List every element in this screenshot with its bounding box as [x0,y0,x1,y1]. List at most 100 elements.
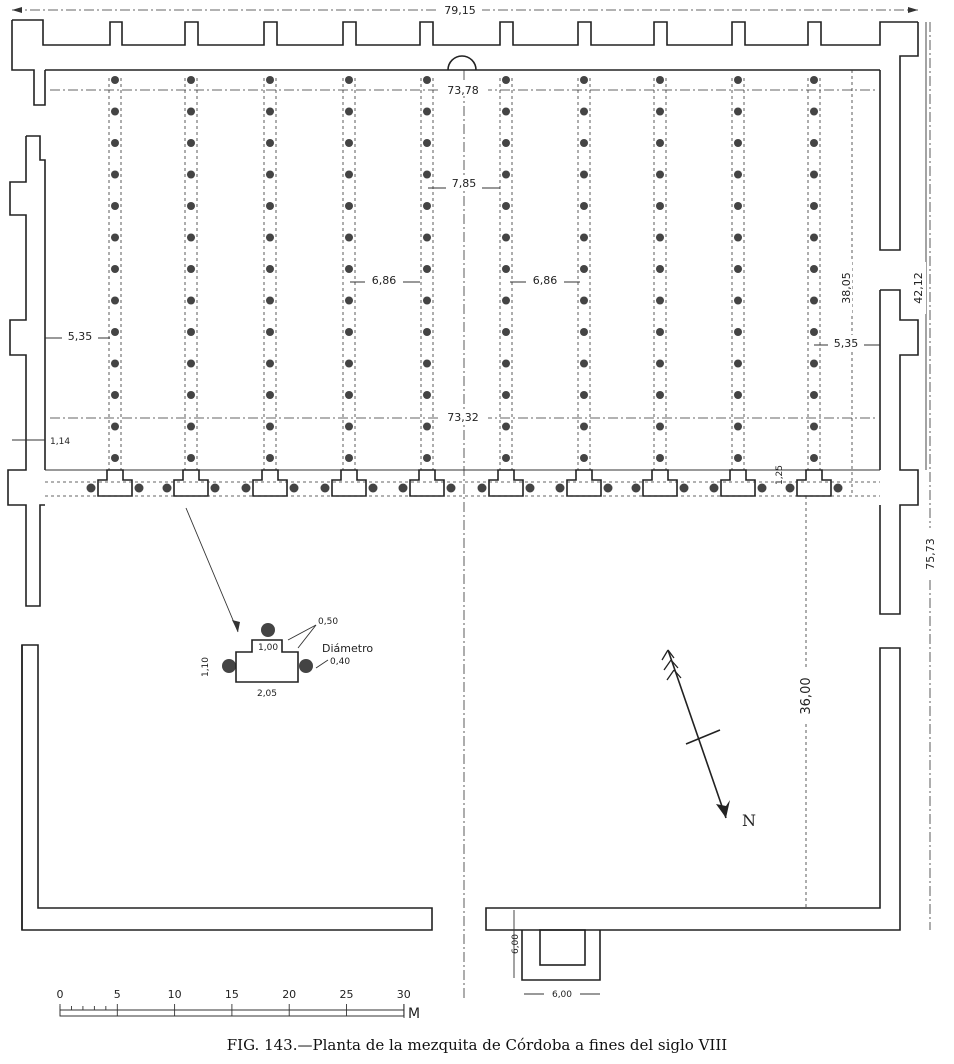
column [423,422,431,431]
column [580,233,588,242]
column [423,76,431,84]
column [580,422,588,431]
column [810,76,818,84]
column [345,422,353,431]
arcade-piers [86,469,843,497]
scale-tick-label: 20 [282,988,296,1001]
column [187,422,195,431]
column [345,76,353,84]
arcade-pier [488,469,524,497]
column [656,328,664,336]
column [111,391,119,399]
column [656,265,664,273]
column [423,391,431,399]
dim-label-prayer-hall-depth: 38,05 [840,272,853,304]
column [502,422,510,431]
column [266,265,274,273]
column [187,391,195,399]
column [423,170,431,179]
column [580,328,588,336]
column [810,422,818,431]
column [810,139,818,147]
arcade-pier [173,469,209,497]
dim-label-minaret-height: 6,00 [511,934,521,954]
floor-plan: 79,15 73,78 [7,2,938,1022]
scale-tick-label: 15 [225,988,239,1001]
column [187,139,195,147]
column [734,391,742,399]
column [580,170,588,179]
column [656,391,664,399]
dim-label-total-depth: 75,73 [924,538,937,570]
column [656,422,664,431]
column [266,391,274,399]
column [111,359,119,368]
pier-column [86,483,96,493]
column [734,107,742,116]
pier-column [446,483,456,493]
pier-column [525,483,535,493]
figure-caption: FIG. 143.—Planta de la mezquita de Córdo… [226,1036,728,1054]
column [734,265,742,273]
column [580,391,588,399]
pier-column [477,483,487,493]
column [345,202,353,210]
arcade-pier [720,469,756,497]
pier-column [398,483,408,493]
column [580,139,588,147]
dim-label-side-right: 5,35 [834,337,859,350]
column [810,454,818,462]
column [266,233,274,242]
column [187,76,195,84]
column [345,359,353,368]
pillar-detail-top: 0,50 [318,617,338,627]
column [266,296,274,305]
pier-column [709,483,719,493]
column [266,454,274,462]
column [111,76,119,84]
column [734,202,742,210]
column [656,233,664,242]
column [266,107,274,116]
scale-tick-label: 30 [397,988,411,1001]
pier-column [757,483,767,493]
pier-column [320,483,330,493]
column [580,202,588,210]
dim-total-width: 79,15 [12,2,918,17]
dim-label-inner-mid: 73,32 [447,411,479,424]
column [810,391,818,399]
column [187,265,195,273]
pillar-detail-height: 1,10 [201,657,211,677]
column [187,328,195,336]
arcade-pier [409,469,445,497]
column [656,296,664,305]
column [734,139,742,147]
dim-label-central-nave: 7,85 [452,177,477,190]
column [502,107,510,116]
pier-column [210,483,220,493]
column [345,454,353,462]
dim-label-arcade-gap: 1,25 [775,465,785,485]
column [580,107,588,116]
column [345,391,353,399]
dim-label-nave-right: 6,86 [533,274,558,287]
pillar-detail-width: 2,05 [257,689,277,699]
column [111,454,119,462]
dim-label-side-left: 5,35 [68,330,93,343]
column [266,170,274,179]
column [810,296,818,305]
column [656,454,664,462]
scale-tick-label: 25 [340,988,354,1001]
pier-column [162,483,172,493]
column [502,296,510,305]
column [266,359,274,368]
column [734,359,742,368]
column [810,328,818,336]
north-label: N [742,811,756,830]
column [580,454,588,462]
column [266,422,274,431]
column [502,359,510,368]
arcade-pier [97,469,133,497]
column [810,265,818,273]
